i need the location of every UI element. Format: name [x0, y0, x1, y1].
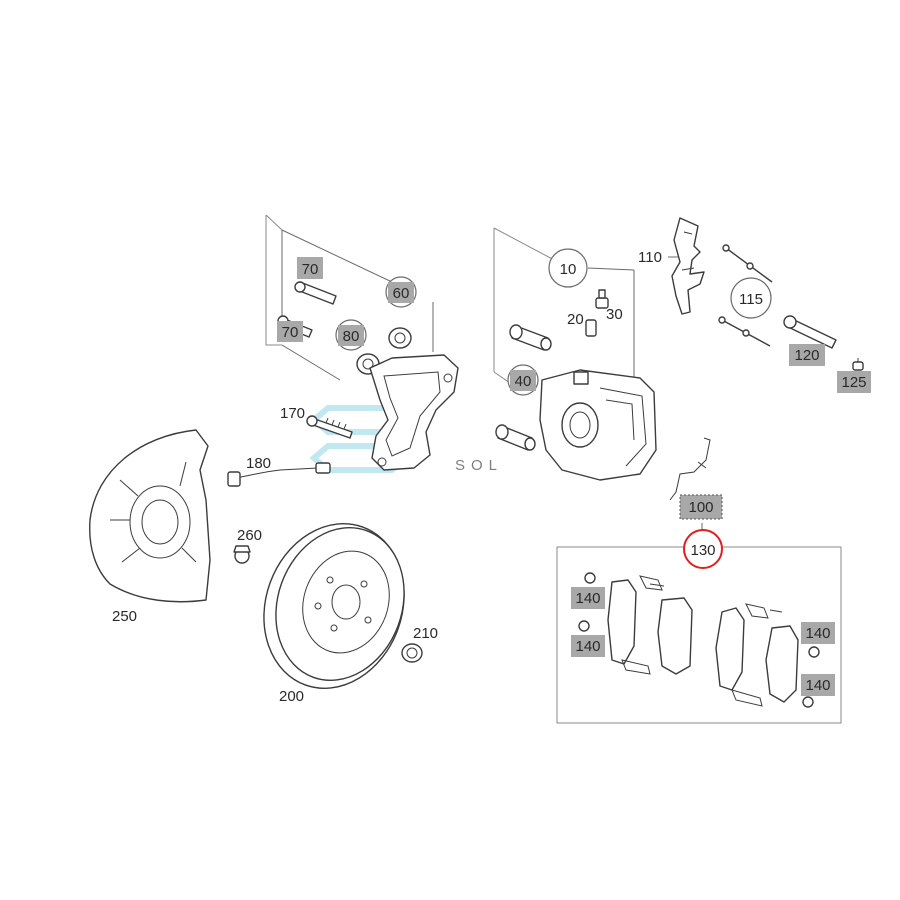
brake-pad-inner-right	[765, 625, 799, 703]
tag-40: 40	[507, 364, 539, 396]
caliper-guide-pin-upper	[509, 324, 552, 351]
tag-70-lower: 70	[277, 321, 303, 342]
tag-20: 20	[567, 311, 584, 328]
tag-80: 80	[335, 319, 367, 351]
tag-140-lower-right: 140	[801, 674, 835, 696]
svg-text:120: 120	[794, 347, 819, 364]
svg-text:110: 110	[638, 249, 662, 266]
tag-120: 120	[789, 344, 825, 366]
nut-210	[401, 643, 423, 663]
pad-bolt-right	[802, 646, 820, 708]
svg-text:70: 70	[282, 324, 299, 341]
brake-pad-outer-right	[715, 607, 745, 691]
caliper-guide-pin-lower	[495, 424, 536, 451]
bleeder-cap-20	[585, 319, 597, 337]
bolt-260	[233, 545, 251, 564]
brake-caliper-10	[539, 369, 657, 481]
brake-pad-outer-left	[607, 579, 637, 665]
svg-text:115: 115	[739, 291, 763, 308]
svg-text:210: 210	[413, 625, 438, 642]
svg-text:200: 200	[279, 688, 304, 705]
svg-text:40: 40	[515, 373, 532, 390]
tag-10: 10	[548, 248, 588, 288]
svg-text:140: 140	[805, 677, 830, 694]
tag-60: 60	[385, 276, 417, 308]
tag-70-upper: 70	[297, 257, 323, 279]
tag-140-lower-left: 140	[571, 635, 605, 657]
anti-rattle-clip-110	[671, 217, 705, 315]
wear-sensor-180	[227, 462, 331, 487]
svg-text:20: 20	[567, 311, 584, 328]
svg-text:100: 100	[688, 499, 713, 516]
svg-text:10: 10	[560, 261, 577, 278]
svg-text:30: 30	[606, 306, 623, 323]
tag-170: 170	[280, 405, 305, 422]
tag-250: 250	[112, 608, 137, 625]
caliper-carrier-bracket	[369, 354, 459, 471]
carrier-bolt-upper	[294, 281, 337, 305]
pad-bolt-left	[578, 572, 596, 632]
tag-100: 100	[679, 494, 723, 520]
tag-110: 110	[638, 249, 678, 266]
caliper-carrier-group-box	[265, 215, 282, 346]
svg-text:140: 140	[575, 638, 600, 655]
tag-140-upper-right: 140	[801, 622, 835, 644]
brake-disc-200	[263, 523, 405, 689]
svg-text:140: 140	[805, 625, 830, 642]
tag-130-highlighted: 130	[683, 529, 723, 569]
svg-text:180: 180	[246, 455, 271, 472]
tag-200: 200	[279, 688, 304, 705]
tag-125: 125	[837, 371, 871, 393]
brake-pad-inner-left	[657, 597, 693, 675]
bleeder-screw-30	[595, 289, 609, 309]
tag-180: 180	[246, 455, 271, 472]
tag-30: 30	[606, 306, 623, 323]
tag-140-upper-left: 140	[571, 587, 605, 609]
tag-260: 260	[237, 527, 262, 544]
svg-text:80: 80	[343, 328, 360, 345]
svg-text:260: 260	[237, 527, 262, 544]
svg-text:60: 60	[393, 285, 410, 302]
guide-pin-170	[306, 415, 353, 439]
screw-125	[852, 358, 864, 371]
svg-text:130: 130	[690, 542, 715, 559]
svg-text:125: 125	[841, 374, 866, 391]
tag-210: 210	[413, 625, 438, 642]
watermark-text: SOL	[455, 457, 503, 474]
caliper-bolt-120	[783, 315, 837, 349]
wear-indicator-100	[669, 437, 711, 501]
retaining-clip-115-lower	[718, 316, 771, 347]
tag-115: 115	[730, 277, 772, 319]
retaining-clip-115-upper	[722, 244, 773, 283]
svg-text:70: 70	[302, 261, 319, 278]
svg-text:170: 170	[280, 405, 305, 422]
pad-clips	[621, 575, 783, 707]
splash-shield-250	[88, 429, 211, 603]
svg-text:250: 250	[112, 608, 137, 625]
svg-text:140: 140	[575, 590, 600, 607]
guide-bushing-60	[388, 327, 412, 349]
